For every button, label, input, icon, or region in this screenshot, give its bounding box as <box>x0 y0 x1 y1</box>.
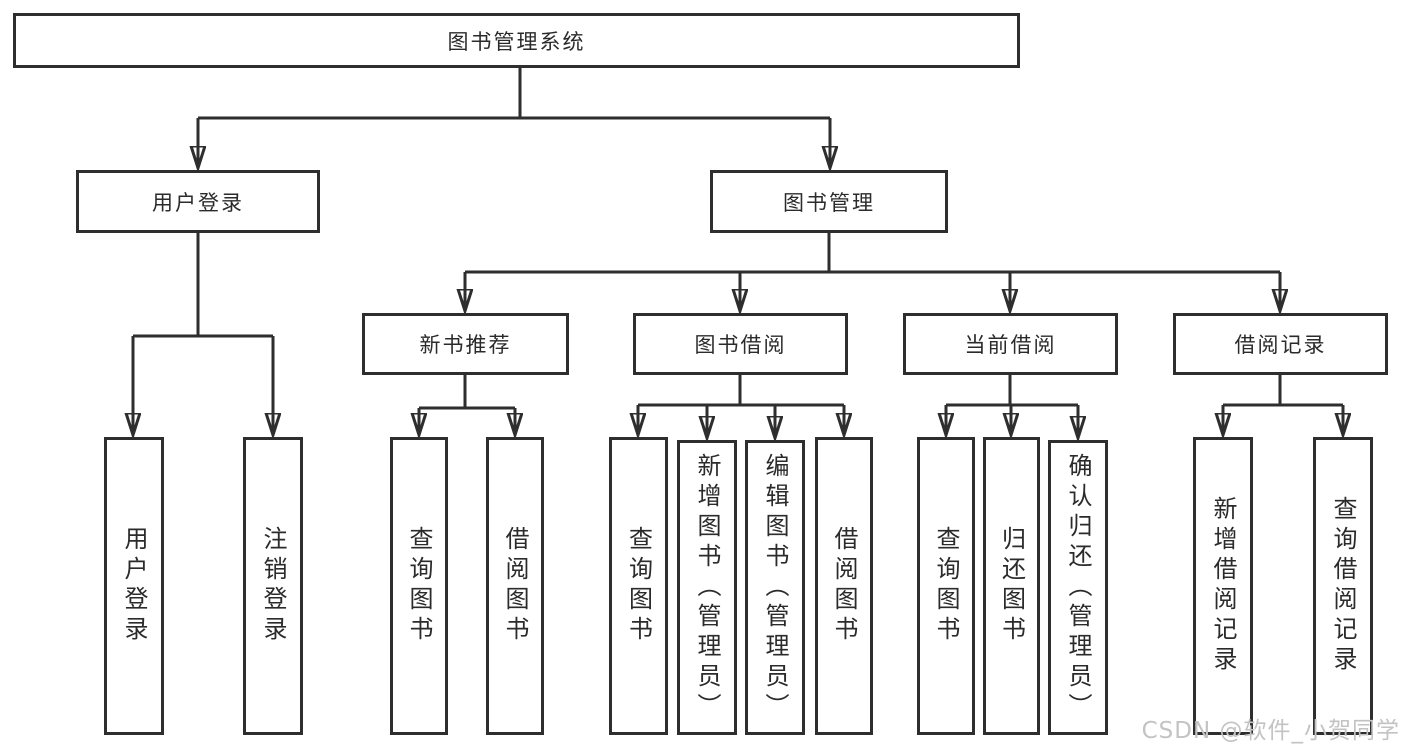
leaf-bb-borrow-books-label: 借阅图书 <box>830 526 858 646</box>
node-user-login: 用户登录 <box>76 170 320 233</box>
node-current-borrow: 当前借阅 <box>903 313 1118 375</box>
node-current-borrow-label: 当前借阅 <box>964 333 1057 357</box>
csdn-watermark: CSDN @软件_小贺同学 <box>1141 718 1400 744</box>
leaf-bb-add-books-admin-label: 新增图书（管理员） <box>693 452 721 723</box>
leaf-cb-query-books: 查询图书 <box>917 437 975 735</box>
leaf-user-login-label: 用户登录 <box>120 526 148 646</box>
node-new-book-recommend-label: 新书推荐 <box>419 333 512 357</box>
leaf-nb-query-books: 查询图书 <box>390 437 448 735</box>
node-book-borrow: 图书借阅 <box>633 313 848 375</box>
leaf-bb-query-books-label: 查询图书 <box>624 526 653 646</box>
node-book-borrow-label: 图书借阅 <box>694 333 787 357</box>
leaf-logout-label: 注销登录 <box>259 526 287 646</box>
leaf-bb-query-books: 查询图书 <box>609 437 668 735</box>
leaf-cb-return-books: 归还图书 <box>983 437 1040 735</box>
node-root-label: 图书管理系统 <box>447 29 586 54</box>
leaf-bb-edit-books-admin: 编辑图书（管理员） <box>745 440 805 735</box>
leaf-bb-add-books-admin: 新增图书（管理员） <box>677 440 737 735</box>
node-borrow-records-label: 借阅记录 <box>1234 333 1327 357</box>
leaf-nb-query-books-label: 查询图书 <box>405 526 433 646</box>
leaf-logout: 注销登录 <box>243 437 303 735</box>
leaf-nb-borrow-books: 借阅图书 <box>486 437 544 735</box>
node-book-management-label: 图书管理 <box>783 190 875 215</box>
node-root: 图书管理系统 <box>13 13 1020 68</box>
leaf-bb-borrow-books: 借阅图书 <box>815 437 873 735</box>
leaf-cb-query-books-label: 查询图书 <box>932 526 960 646</box>
leaf-user-login: 用户登录 <box>104 437 164 735</box>
leaf-br-query-record: 查询借阅记录 <box>1313 437 1373 735</box>
leaf-br-query-record-label: 查询借阅记录 <box>1329 496 1357 676</box>
leaf-br-add-record-label: 新增借阅记录 <box>1209 496 1237 676</box>
node-new-book-recommend: 新书推荐 <box>362 313 569 375</box>
leaf-br-add-record: 新增借阅记录 <box>1193 437 1253 735</box>
node-user-login-label: 用户登录 <box>152 190 244 215</box>
node-borrow-records: 借阅记录 <box>1173 313 1388 375</box>
leaf-cb-confirm-return-admin: 确认归还（管理员） <box>1048 440 1108 735</box>
leaf-bb-edit-books-admin-label: 编辑图书（管理员） <box>761 452 789 723</box>
leaf-nb-borrow-books-label: 借阅图书 <box>501 526 529 646</box>
leaf-cb-confirm-return-admin-label: 确认归还（管理员） <box>1064 452 1092 723</box>
leaf-cb-return-books-label: 归还图书 <box>997 526 1026 646</box>
node-book-management: 图书管理 <box>710 170 948 233</box>
